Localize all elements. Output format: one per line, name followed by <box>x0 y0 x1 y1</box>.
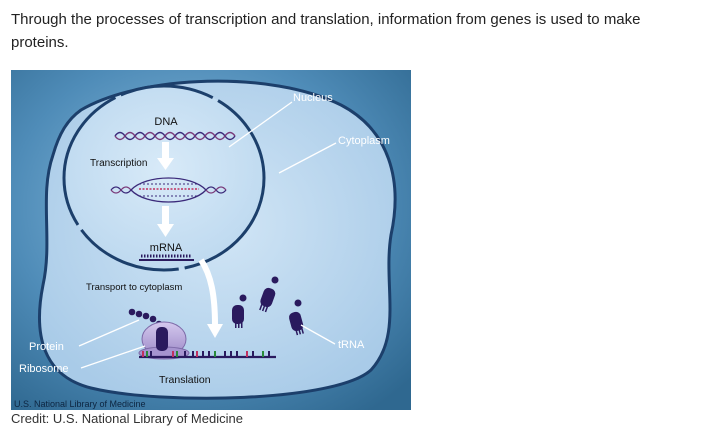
figure-watermark: U.S. National Library of Medicine <box>14 399 146 409</box>
mrna-label: mRNA <box>150 242 183 254</box>
trna-molecule-1 <box>232 294 247 328</box>
arrow-down-2 <box>157 206 174 237</box>
transcription-label: Transcription <box>90 158 147 169</box>
mrna-strand <box>139 254 194 261</box>
gene-expression-diagram: DNA Transcription mRNA <box>11 70 411 410</box>
trna-molecule-2 <box>259 276 279 313</box>
transport-arrow <box>198 258 223 338</box>
protein-label: Protein <box>29 341 64 353</box>
dna-label: DNA <box>154 116 178 128</box>
dna-helix <box>114 131 236 141</box>
translation-mrna <box>139 351 276 359</box>
image-credit: Credit: U.S. National Library of Medicin… <box>11 411 243 426</box>
trna-molecule-3 <box>288 299 304 336</box>
diagram-svg: DNA Transcription mRNA <box>11 70 411 410</box>
transcription-bubble <box>110 177 227 203</box>
translation-label: Translation <box>159 374 211 386</box>
arrow-down-1 <box>157 142 174 170</box>
ribosome-label: Ribosome <box>19 363 69 375</box>
intro-text: Through the processes of transcription a… <box>11 11 641 51</box>
transport-label: Transport to cytoplasm <box>86 282 182 293</box>
trna-label: tRNA <box>338 339 365 351</box>
nucleus-label: Nucleus <box>293 92 333 104</box>
leader-lines <box>78 101 337 369</box>
cytoplasm-label: Cytoplasm <box>338 135 390 147</box>
